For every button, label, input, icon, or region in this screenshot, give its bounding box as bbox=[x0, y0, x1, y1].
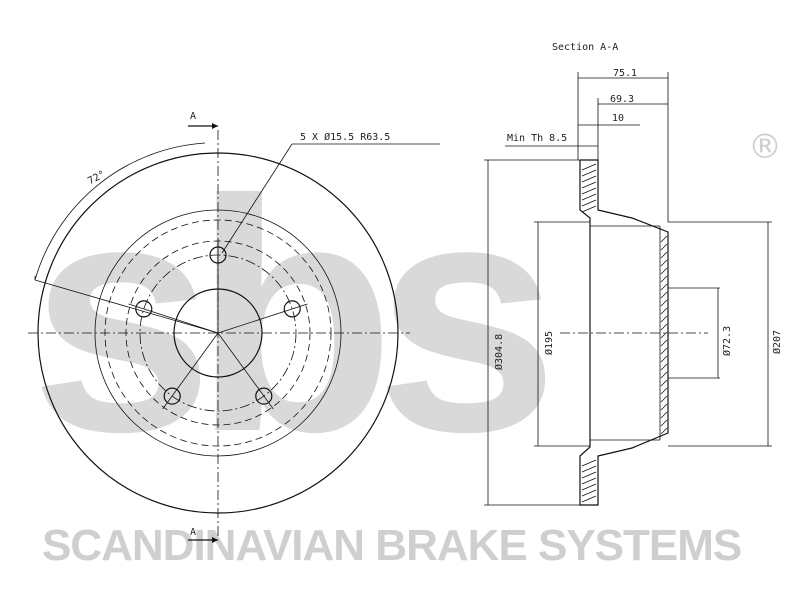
dim-flange: 10 bbox=[612, 113, 624, 124]
bolt-hole bbox=[283, 300, 301, 318]
bolt-note-leader bbox=[221, 143, 293, 254]
bolt-spoke-line bbox=[162, 332, 219, 410]
bolt-spoke-line bbox=[217, 303, 308, 334]
dim-hat-diameter: Ø207 bbox=[771, 330, 783, 354]
front-view: 72° A A 5 X Ø15.5 R63.5 bbox=[28, 111, 440, 543]
watermark-tagline: SCANDINAVIAN BRAKE SYSTEMS bbox=[42, 521, 741, 570]
registered-mark: ® bbox=[748, 127, 782, 167]
dim-min-thickness: Min Th 8.5 bbox=[507, 133, 567, 144]
outer-disc-circle bbox=[37, 152, 399, 514]
dim-center-bore: Ø72.3 bbox=[721, 326, 733, 356]
bolt-note: 5 X Ø15.5 R63.5 bbox=[300, 131, 390, 143]
watermark: sbs ® SCANDINAVIAN BRAKE SYSTEMS bbox=[30, 127, 782, 570]
bolt-holes bbox=[128, 239, 308, 410]
section-title: Section A-A bbox=[552, 42, 618, 53]
friction-inner-circle bbox=[94, 209, 342, 457]
section-view: Section A-A 75.1 69.3 10 Min Th 8.5 bbox=[484, 42, 783, 506]
bolt-hole bbox=[255, 387, 273, 405]
disc-profile bbox=[579, 159, 720, 506]
dim-hat-height: 69.3 bbox=[610, 94, 634, 105]
dim-outer-diameter: Ø304.8 bbox=[493, 334, 505, 370]
section-hatch bbox=[581, 163, 668, 503]
bolt-hole bbox=[163, 387, 181, 405]
disc-section-outline bbox=[579, 159, 669, 506]
section-marker-bottom-label: A bbox=[190, 527, 196, 538]
dim-inner-diameter: Ø195 bbox=[543, 331, 555, 355]
section-marker-top-label: A bbox=[190, 111, 196, 122]
angle-arc bbox=[34, 142, 206, 281]
hat-circle bbox=[104, 219, 332, 447]
dim-overall-height: 75.1 bbox=[613, 68, 637, 79]
angle-leader-left bbox=[34, 279, 219, 334]
bolt-spoke-line bbox=[217, 332, 274, 410]
bolt-spoke-line bbox=[128, 303, 219, 334]
